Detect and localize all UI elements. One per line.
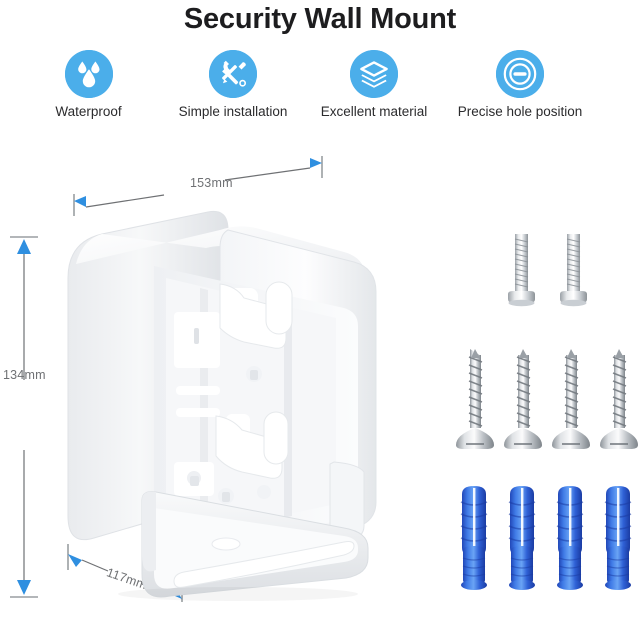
feature-label: Precise hole position (457, 104, 583, 119)
feature-item-simple-installation: Simple installation (155, 50, 311, 120)
dimension-width-label: 153mm (190, 176, 233, 190)
feature-label: Excellent material (320, 104, 428, 119)
machine-screw (508, 234, 535, 307)
wood-screw-set (456, 349, 638, 449)
hardware-wall-anchors (448, 480, 636, 595)
hardware-machine-screws (495, 230, 615, 310)
feature-item-excellent-material: Excellent material (310, 50, 438, 120)
water-drop-icon (64, 50, 113, 98)
layers-stack-icon (350, 50, 398, 98)
product-image-wall-mount (67, 210, 377, 601)
target-hole-icon (496, 50, 544, 98)
feature-list: Waterproof (0, 50, 640, 130)
product-stage: 153mm 134mm 1 (0, 140, 640, 618)
wrench-screwdriver-icon (209, 50, 257, 98)
hardware-wood-screws (448, 345, 638, 455)
dimension-width-arrow (73, 156, 323, 216)
page-title: Security Wall Mount (183, 3, 457, 35)
dimension-height-label: 134mm (3, 368, 46, 382)
feature-label: Waterproof (55, 104, 122, 119)
feature-label: Simple installation (178, 104, 288, 119)
wall-anchor-set (460, 486, 632, 590)
feature-item-waterproof: Waterproof (20, 50, 157, 120)
machine-screw (560, 234, 587, 307)
dimension-height-arrow (10, 236, 38, 598)
feature-item-precise-hole-position: Precise hole position (440, 50, 600, 120)
